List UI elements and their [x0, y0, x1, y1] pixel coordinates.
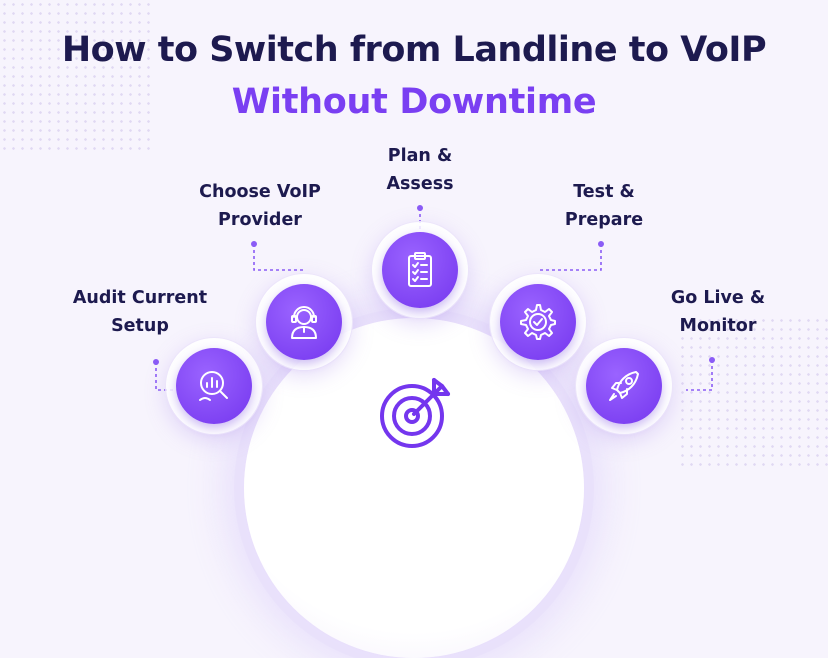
dot-pattern-top-left: [0, 0, 150, 150]
step-label-test: Test & Prepare: [514, 178, 694, 234]
step-label-audit: Audit Current Setup: [50, 284, 230, 340]
step-label-line: Choose VoIP: [199, 182, 321, 202]
headset-agent-icon: [291, 306, 317, 339]
step-label-line: Monitor: [679, 316, 757, 336]
step-label-line: Audit Current: [72, 288, 208, 308]
step-node-test: [490, 274, 586, 370]
step-node-golive: [576, 338, 672, 434]
dot-pattern-bottom-right: [678, 316, 828, 466]
step-node-choose: [256, 274, 352, 370]
step-label-choose: Choose VoIP Provider: [170, 178, 350, 234]
step-label-line: Provider: [218, 210, 302, 230]
chart-magnifier-icon: [199, 371, 228, 401]
step-label-line: Setup: [111, 316, 169, 336]
step-node-plan: [372, 222, 468, 318]
step-label-line: Plan &: [387, 146, 453, 166]
target-arrow-icon: [380, 378, 450, 448]
step-label-line: Go Live &: [670, 288, 766, 308]
step-label-plan: Plan & Assess: [330, 142, 510, 198]
step-label-line: Test &: [573, 182, 635, 202]
rocket-icon: [609, 371, 639, 401]
step-node-audit: [166, 338, 262, 434]
gear-check-icon: [520, 304, 556, 340]
step-label-line: Assess: [386, 174, 454, 194]
step-label-golive: Go Live & Monitor: [628, 284, 808, 340]
step-label-line: Prepare: [564, 210, 644, 230]
clipboard-checklist-icon: [408, 252, 432, 287]
page-title: How to Switch from Landline to VoIP: [61, 30, 767, 70]
page-subtitle: Without Downtime: [231, 82, 597, 122]
